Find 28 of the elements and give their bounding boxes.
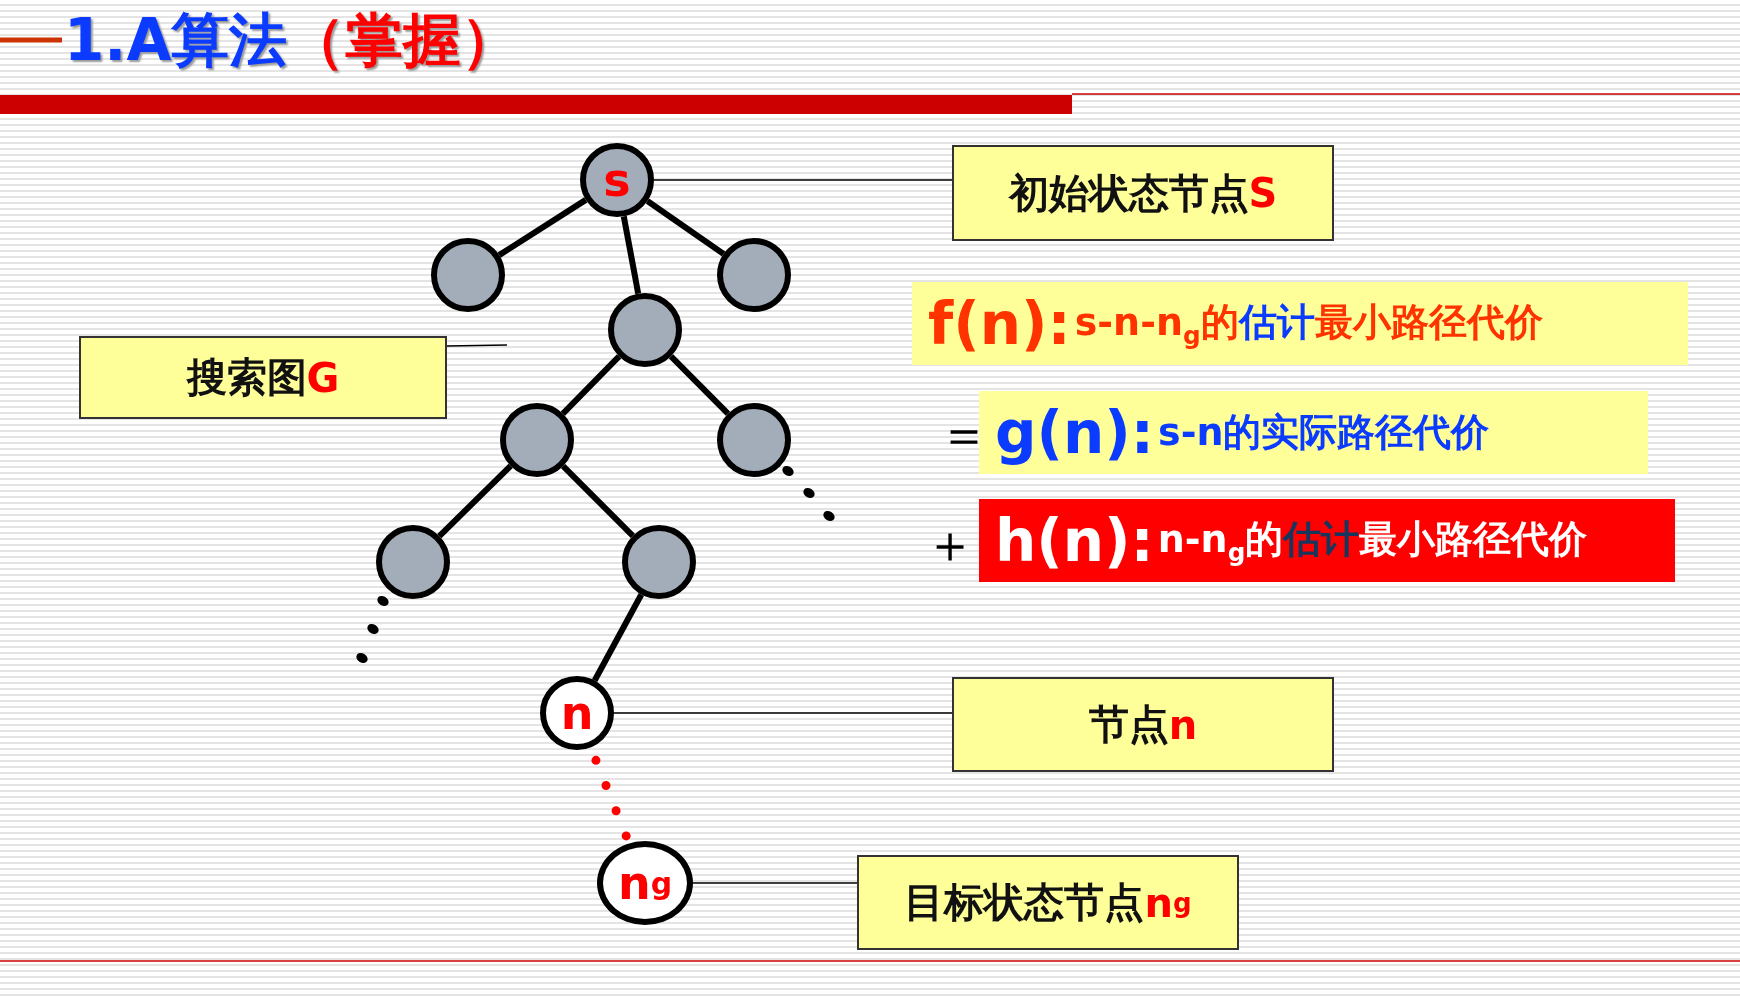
formula-description: n-n$_{g}$的估计最小路径代价 — [1157, 516, 1588, 567]
tree-edge — [620, 215, 642, 295]
formula-box — [912, 282, 1688, 365]
formula-box — [979, 391, 1648, 474]
operator-sign: ＝ — [938, 403, 990, 466]
tree-edge — [668, 354, 731, 416]
label-box: 初始状态节点S — [952, 145, 1334, 241]
formula-term: g(n): — [995, 398, 1155, 467]
tree-edge — [497, 197, 588, 258]
formula-box — [979, 499, 1675, 582]
tree-edge — [592, 593, 644, 682]
tree-edge — [645, 198, 726, 257]
operator-sign: ＋ — [924, 513, 976, 576]
formula-description: s-n-n$_{g}$的估计最小路径代价 — [1074, 299, 1543, 350]
leader-line — [613, 712, 953, 714]
formula-description: s-n的实际路径代价 — [1158, 409, 1490, 456]
label-box: 搜索图G — [79, 336, 447, 419]
dotted-edge — [591, 755, 631, 841]
leader-line — [446, 344, 508, 347]
tree-edge — [437, 463, 513, 539]
label-box: 节点n — [952, 677, 1334, 772]
formula-term: h(n): — [995, 506, 1154, 575]
leader-line — [653, 179, 953, 181]
tree-edge — [560, 354, 622, 416]
title: 1.A算法（掌握） — [64, 5, 520, 76]
leader-line — [692, 882, 858, 884]
formula-term: f(n): — [928, 289, 1071, 358]
tree-edge — [561, 464, 635, 538]
